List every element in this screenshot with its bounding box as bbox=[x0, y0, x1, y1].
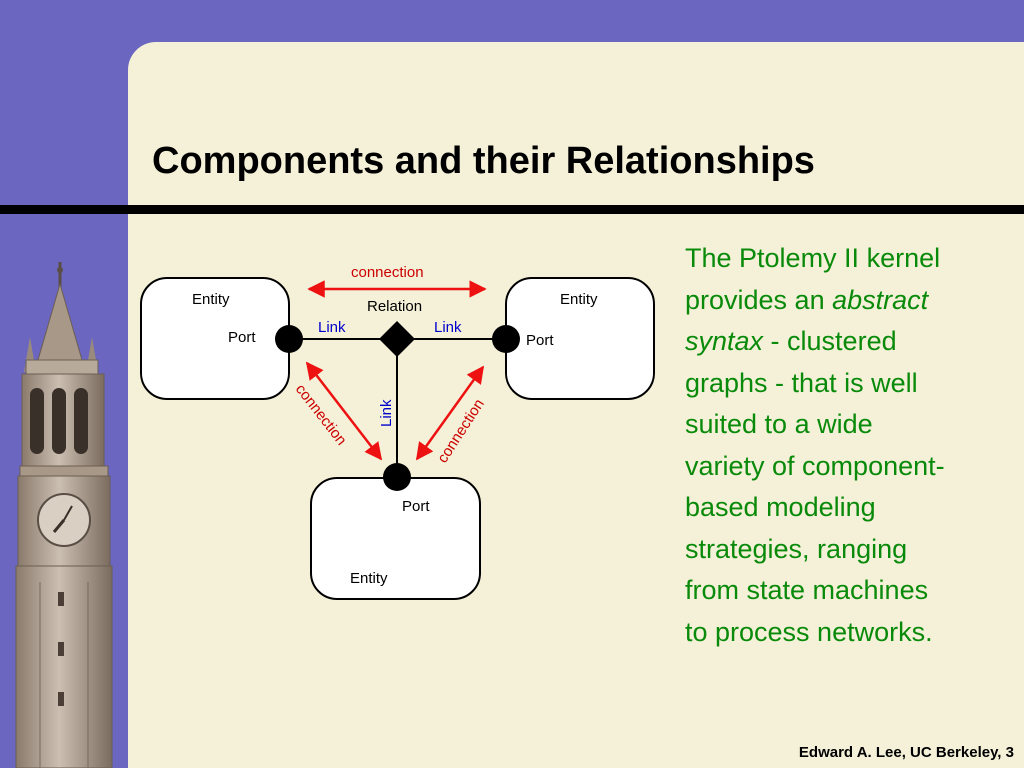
port-label-right: Port bbox=[526, 332, 554, 349]
description-line: graphs - that is well bbox=[685, 367, 918, 398]
connection-arrow-right bbox=[415, 365, 485, 461]
entity-label-top-right: Entity bbox=[560, 291, 598, 308]
link-label-left: Link bbox=[318, 319, 346, 336]
port-bottom-dot bbox=[383, 463, 411, 491]
component-diagram: Entity Entity Entity Port Port Port Rela… bbox=[140, 264, 655, 600]
description-line: The Ptolemy II kernel bbox=[685, 243, 941, 273]
connection-label-left: connection bbox=[292, 381, 350, 449]
description-line: syntax - clustered bbox=[685, 321, 1020, 363]
slide-title: Components and their Relationships bbox=[152, 140, 815, 182]
description-line: from state machines bbox=[685, 575, 929, 605]
relation-diamond bbox=[379, 321, 415, 357]
campanile-tower-image bbox=[15, 262, 113, 768]
description-line: to process networks. bbox=[685, 616, 933, 647]
description-line: provides an abstract bbox=[685, 280, 1020, 322]
entity-label-top-left: Entity bbox=[192, 291, 230, 308]
slide-footer: Edward A. Lee, UC Berkeley, 3 bbox=[798, 744, 1014, 761]
port-label-left: Port bbox=[228, 329, 256, 346]
description-emphasis: abstract bbox=[832, 284, 929, 315]
description-fragment: - clustered bbox=[763, 326, 897, 356]
description-line: variety of component- bbox=[685, 450, 945, 481]
port-label-bottom: Port bbox=[402, 498, 430, 515]
connection-label-right: connection bbox=[434, 396, 488, 466]
slide-panel bbox=[128, 42, 1024, 768]
entity-label-bottom: Entity bbox=[350, 570, 388, 587]
description-line: strategies, ranging bbox=[685, 533, 908, 564]
description-fragment: provides an bbox=[685, 284, 833, 315]
link-label-vertical: Link bbox=[378, 399, 395, 427]
description-line: suited to a wide bbox=[685, 409, 873, 439]
port-right-dot bbox=[492, 325, 520, 353]
relation-label: Relation bbox=[367, 298, 422, 315]
description-text: The Ptolemy II kernel provides an abstra… bbox=[685, 238, 1020, 653]
entity-box-bottom bbox=[310, 477, 481, 600]
connection-label-top: connection bbox=[351, 264, 424, 281]
link-label-right: Link bbox=[434, 319, 462, 336]
description-line: based modeling bbox=[685, 492, 876, 522]
connection-arrow-left bbox=[305, 361, 383, 461]
title-rule bbox=[0, 205, 1024, 214]
port-left-dot bbox=[275, 325, 303, 353]
description-emphasis: syntax bbox=[685, 326, 764, 356]
